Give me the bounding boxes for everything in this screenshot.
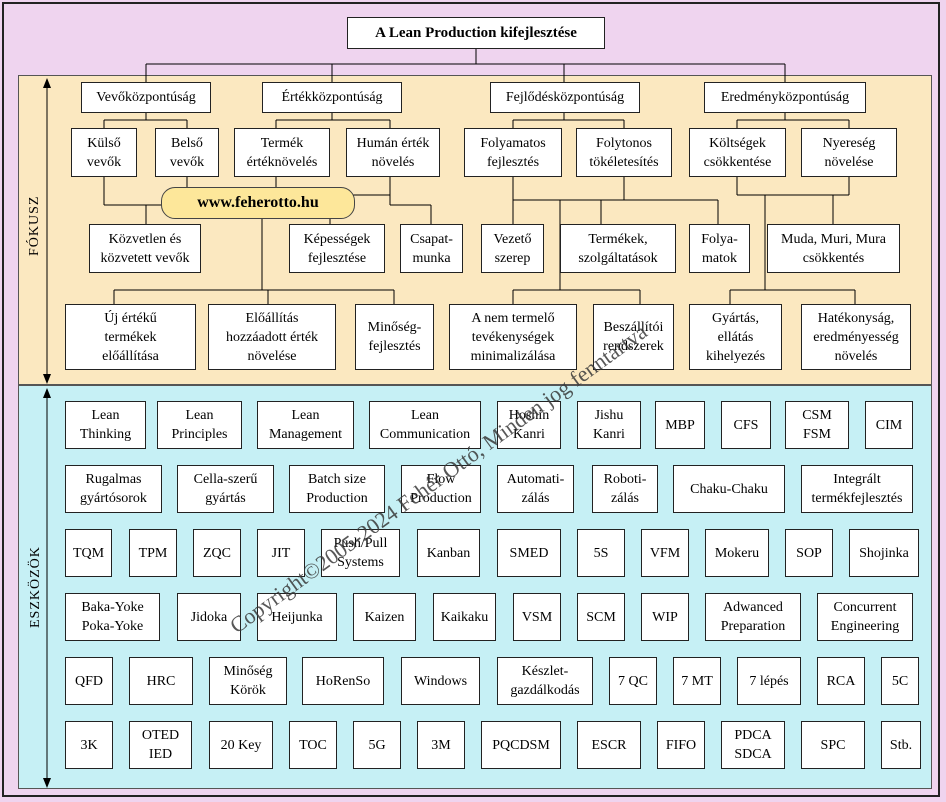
tool-box: Kanban bbox=[417, 529, 480, 577]
tool-box: TQM bbox=[65, 529, 112, 577]
tool-box: SCM bbox=[577, 593, 625, 641]
tool-box: Hoshin Kanri bbox=[497, 401, 561, 449]
box-human-value: Humán érték növelés bbox=[346, 128, 440, 177]
box-muda: Muda, Muri, Mura csökkentés bbox=[767, 224, 900, 273]
tool-box: MBP bbox=[655, 401, 705, 449]
box-outsourcing: Gyártás, ellátás kihelyezés bbox=[689, 304, 782, 370]
tool-box: TOC bbox=[289, 721, 337, 769]
tool-box: CSM FSM bbox=[785, 401, 849, 449]
focus-label: FÓKUSZ bbox=[27, 195, 42, 256]
tool-box: 5G bbox=[353, 721, 401, 769]
tool-box: Rugalmas gyártósorok bbox=[65, 465, 162, 513]
tool-box: Push/Pull Systems bbox=[321, 529, 400, 577]
box-skills: Képességek fejlesztése bbox=[289, 224, 385, 273]
pillar-results: Eredményközpontúság bbox=[704, 82, 866, 113]
tool-box: SPC bbox=[801, 721, 865, 769]
box-external-customers: Külső vevők bbox=[71, 128, 137, 177]
tool-box: PDCA SDCA bbox=[721, 721, 785, 769]
box-leadership: Vezető szerep bbox=[481, 224, 544, 273]
tool-box: Kaizen bbox=[353, 593, 416, 641]
box-non-productive: A nem termelő tevékenységek minimalizálá… bbox=[449, 304, 577, 370]
tool-box: TPM bbox=[129, 529, 177, 577]
tool-box: Windows bbox=[401, 657, 480, 705]
box-direct-customers: Közvetlen és közvetett vevők bbox=[89, 224, 201, 273]
diagram-title: A Lean Production kifejlesztése bbox=[347, 17, 605, 49]
box-processes: Folya- matok bbox=[689, 224, 750, 273]
tool-box: WIP bbox=[641, 593, 689, 641]
tool-box: 5C bbox=[881, 657, 919, 705]
tool-box: Mokeru bbox=[705, 529, 769, 577]
box-teamwork: Csapat- munka bbox=[400, 224, 463, 273]
tool-box: Stb. bbox=[881, 721, 921, 769]
tool-box: ESCR bbox=[577, 721, 641, 769]
pillar-development: Fejlődésközpontúság bbox=[490, 82, 640, 113]
box-internal-customers: Belső vevők bbox=[155, 128, 219, 177]
tool-box: Lean Principles bbox=[157, 401, 242, 449]
tool-box: Minőség Körök bbox=[209, 657, 287, 705]
tools-label: ESZKÖZÖK bbox=[28, 546, 43, 628]
tool-box: SOP bbox=[785, 529, 833, 577]
tool-box: Concurrent Engineering bbox=[817, 593, 913, 641]
tool-box: Flow Production bbox=[401, 465, 481, 513]
tool-box: HoRenSo bbox=[302, 657, 384, 705]
tool-box: 20 Key bbox=[209, 721, 273, 769]
box-profit-increase: Nyereség növelése bbox=[801, 128, 897, 177]
tool-box: SMED bbox=[497, 529, 561, 577]
tool-box: Shojinka bbox=[849, 529, 919, 577]
tool-box: PQCDSM bbox=[481, 721, 561, 769]
tool-box: Adwanced Preparation bbox=[705, 593, 801, 641]
tool-box: RCA bbox=[817, 657, 865, 705]
tool-box: Lean Communication bbox=[369, 401, 481, 449]
tool-box: Chaku-Chaku bbox=[673, 465, 785, 513]
tool-box: 7 QC bbox=[609, 657, 657, 705]
tool-box: Integrált termékfejlesztés bbox=[801, 465, 913, 513]
tool-box: Lean Management bbox=[257, 401, 354, 449]
box-quality-development: Minőség- fejlesztés bbox=[355, 304, 434, 370]
box-products-services: Termékek, szolgáltatások bbox=[560, 224, 676, 273]
tool-box: Roboti- zálás bbox=[592, 465, 658, 513]
box-efficiency: Hatékonyság, eredményesség növelés bbox=[801, 304, 911, 370]
tool-box: 3K bbox=[65, 721, 113, 769]
tool-box: Jishu Kanri bbox=[577, 401, 641, 449]
box-new-value-products: Új értékű termékek előállítása bbox=[65, 304, 196, 370]
tool-box: 5S bbox=[577, 529, 625, 577]
tool-box: Készlet- gazdálkodás bbox=[497, 657, 593, 705]
box-product-value: Termék értéknövelés bbox=[234, 128, 330, 177]
box-continuous-improvement: Folytonos tökéletesítés bbox=[576, 128, 672, 177]
tool-box: 7 MT bbox=[673, 657, 721, 705]
tool-box: VFM bbox=[641, 529, 689, 577]
box-continuous-development: Folyamatos fejlesztés bbox=[464, 128, 562, 177]
tool-box: Baka-Yoke Poka-Yoke bbox=[65, 593, 160, 641]
tool-box: FIFO bbox=[657, 721, 705, 769]
tool-box: Batch size Production bbox=[289, 465, 385, 513]
tool-box: Jidoka bbox=[177, 593, 241, 641]
tool-box: HRC bbox=[129, 657, 193, 705]
tool-box: CIM bbox=[865, 401, 913, 449]
box-cost-reduction: Költségek csökkentése bbox=[689, 128, 786, 177]
tool-box: ZQC bbox=[193, 529, 241, 577]
tool-box: Automati- zálás bbox=[497, 465, 574, 513]
website-badge[interactable]: www.feherotto.hu bbox=[161, 187, 355, 219]
pillar-customer: Vevőközpontúság bbox=[81, 82, 211, 113]
tool-box: Cella-szerű gyártás bbox=[177, 465, 274, 513]
tool-box: Heijunka bbox=[257, 593, 337, 641]
tool-box: Lean Thinking bbox=[65, 401, 146, 449]
pillar-value: Értékközpontúság bbox=[262, 82, 402, 113]
tool-box: CFS bbox=[721, 401, 771, 449]
tool-box: VSM bbox=[513, 593, 561, 641]
tool-box: Kaikaku bbox=[433, 593, 496, 641]
tool-box: 3M bbox=[417, 721, 465, 769]
tool-box: QFD bbox=[65, 657, 113, 705]
tool-box: 7 lépés bbox=[737, 657, 801, 705]
box-supplier-systems: Beszállítói rendszerek bbox=[593, 304, 674, 370]
tool-box: OTED IED bbox=[129, 721, 192, 769]
box-added-value: Előállítás hozzáadott érték növelése bbox=[208, 304, 336, 370]
tool-box: JIT bbox=[257, 529, 305, 577]
